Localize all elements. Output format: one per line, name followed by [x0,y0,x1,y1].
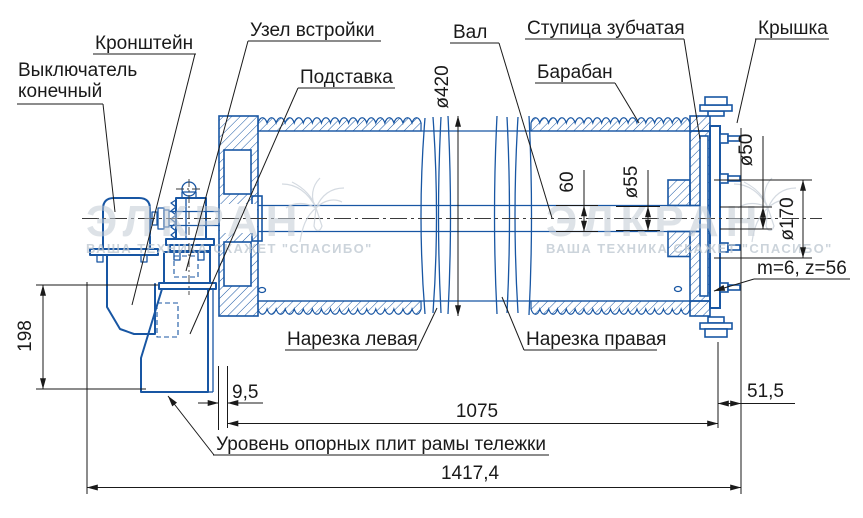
dim-shaft-end-od: ø50 [736,134,757,167]
dim-hub-od: ø170 [777,197,798,240]
cover-plate [709,125,721,309]
groove-band-bottom-left [257,300,422,315]
label-underlines [17,38,850,456]
gear-rim [699,135,709,297]
label-built-in-unit: Узел встройки [250,20,375,41]
crane-bird-icon [281,177,345,243]
label-support-level: Уровень опорных плит рамы тележки [216,434,546,455]
label-cover: Крышка [758,18,828,39]
label-groove-left: Нарезка левая [287,329,418,350]
dim-drum-length: 1075 [456,401,498,422]
groove-band-top-right [530,117,691,132]
dimension-texts: ø420 60 ø55 ø50 ø170 198 9,5 1075 51,5 1… [15,65,798,484]
watermark-brand: ЭЛКРАН [546,197,764,246]
dimension-lines [40,115,806,491]
label-shaft: Вал [453,22,487,43]
dim-gap: 9,5 [232,382,258,403]
dim-shaft-section: 60 [557,171,578,192]
drum [218,115,717,317]
limit-switch-plate [89,248,159,256]
crane-bird-icon [733,177,797,243]
break-lines [420,115,533,316]
part-labels: Выключатель конечный Кронштейн Узел встр… [18,18,847,455]
flange-bolt-bottom [699,316,733,338]
dim-drum-od: ø420 [432,65,453,108]
dim-shaft-od: ø55 [621,166,642,199]
label-bracket: Кронштейн [95,33,193,54]
label-gear-params: m=6, z=56 [757,258,847,279]
bracket-body [106,254,156,335]
dim-total-length: 1417,4 [441,463,500,484]
watermark-slogan: ВАША ТЕХНИКА СКАЖЕТ "СПАСИБО" [546,241,833,256]
hub-assembly [667,96,741,338]
stand [140,251,217,393]
support-body [140,288,209,393]
watermark-slogan: ВАША ТЕХНИКА СКАЖЕТ "СПАСИБО" [86,241,373,256]
label-stand: Подставка [300,67,393,88]
label-drum: Барабан [537,62,613,83]
leader-lines [102,38,757,456]
flange-bolt-top [699,96,733,117]
label-limit-switch-line2: конечный [18,81,102,102]
label-gear-hub: Ступица зубчатая [527,18,685,39]
worm-teeth [170,199,177,240]
watermark-brand: ЭЛКРАН [86,197,304,246]
dim-right-offset: 51,5 [747,381,784,402]
groove-band-top-left [257,117,422,132]
label-limit-switch-line1: Выключатель [18,60,137,81]
label-groove-right: Нарезка правая [526,329,666,350]
dim-stand-height: 198 [15,320,36,352]
groove-band-bottom-right [530,300,691,315]
limit-switch-body [102,197,151,250]
